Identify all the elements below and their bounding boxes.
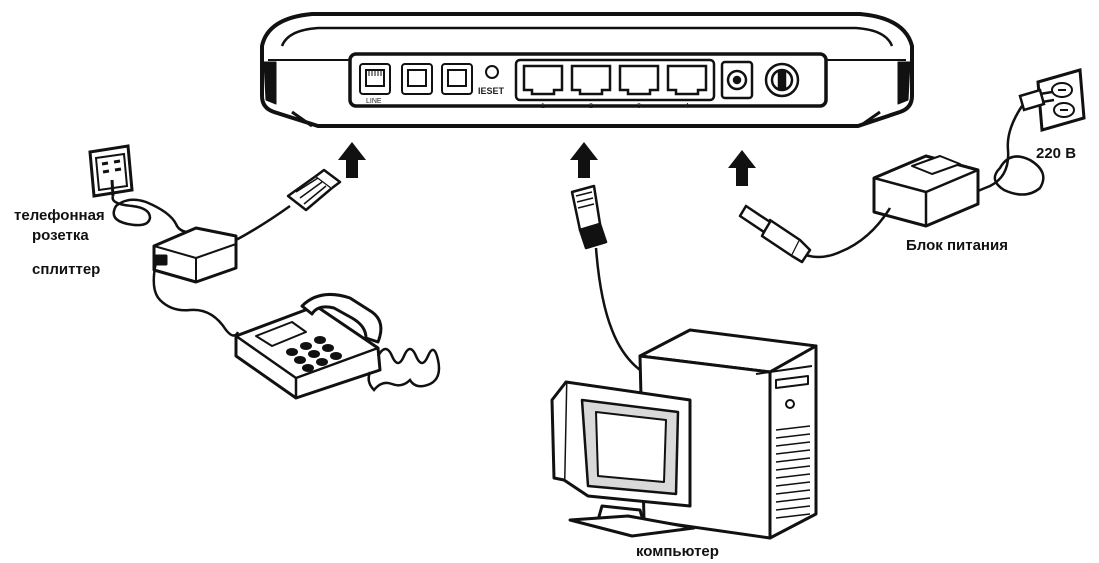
power-switch [766, 64, 798, 96]
dc-plug-icon [740, 206, 810, 262]
lan-port-4 [668, 66, 706, 94]
phone-port-1 [402, 64, 432, 94]
lan-port-label-4: 4 [685, 103, 689, 110]
rj11-plug-icon [288, 170, 340, 210]
line-port [360, 64, 390, 94]
power-supply-label: Блок питания [906, 237, 1008, 254]
reset-button-icon [486, 66, 498, 78]
adsl-cable [236, 206, 290, 240]
power-outlet-icon [1038, 70, 1084, 130]
lan-port-1 [524, 66, 562, 94]
ethernet-cable [596, 248, 640, 370]
lan-ports [516, 60, 714, 100]
reset-label: IESET [478, 86, 505, 96]
voltage-label: 220 В [1036, 145, 1076, 162]
phone-socket-label-line2: розетка [32, 227, 89, 244]
splitter-icon [154, 228, 236, 282]
lan-port-label-3: 3 [637, 103, 641, 110]
lan-port-label-2: 2 [589, 103, 593, 110]
telephone-icon [236, 294, 381, 398]
rj45-plug-icon [572, 186, 606, 248]
arrow-up-icon [338, 142, 366, 178]
lan-port-label-1: 1 [541, 103, 545, 110]
splitter-label: сплиттер [32, 261, 100, 278]
power-jack [722, 62, 752, 98]
dc-cable [798, 208, 890, 257]
lan-port-2 [572, 66, 610, 94]
phone-port-2 [442, 64, 472, 94]
line-port-label: LINE [366, 98, 382, 105]
power-adapter-icon [874, 156, 978, 226]
arrow-up-icon [570, 142, 598, 178]
computer-label: компьютер [636, 543, 719, 560]
phone-socket-icon [90, 146, 132, 196]
lan-port-3 [620, 66, 658, 94]
phone-line-cable [113, 196, 196, 232]
arrow-up-icon [728, 150, 756, 186]
phone-socket-label-line1: телефонная [14, 207, 105, 224]
